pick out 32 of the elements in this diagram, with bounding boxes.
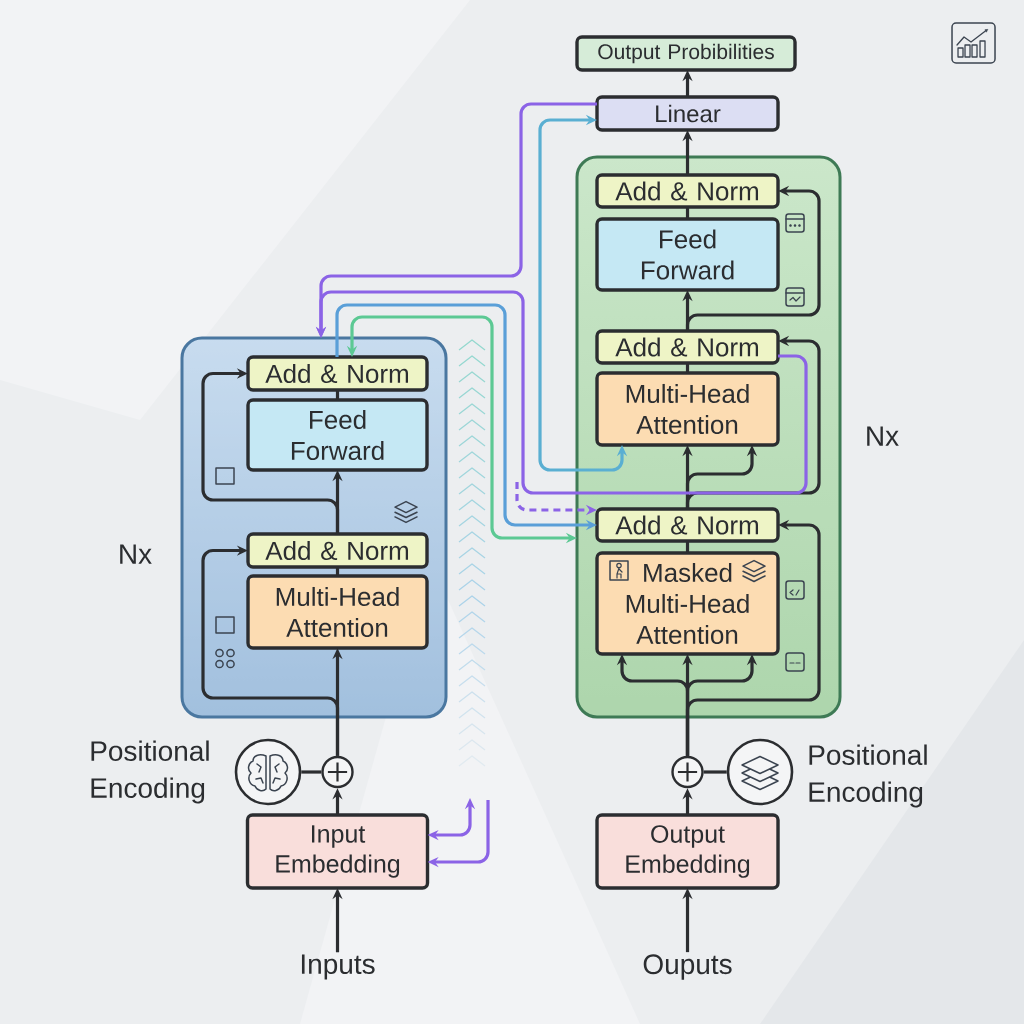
connector-line xyxy=(685,541,690,553)
side-label: Positional Encoding xyxy=(91,740,209,804)
connector-line xyxy=(703,770,727,774)
connector-line xyxy=(335,567,340,576)
process-box: Masked Multi-Head Attention xyxy=(595,551,780,656)
arrow xyxy=(201,368,340,534)
output-box: Output Probibilities xyxy=(575,35,797,72)
process-box: Output Embedding xyxy=(595,813,780,890)
process-box: Linear xyxy=(595,95,780,132)
process-box: Multi-Head Attention xyxy=(595,371,780,447)
process-box: Add & Norm xyxy=(595,173,780,209)
process-box: Input Embedding xyxy=(245,813,430,890)
side-label: Positional Encoding xyxy=(809,744,927,808)
icon-circle xyxy=(234,738,302,806)
connector-line xyxy=(685,207,690,219)
text-label: Inputs xyxy=(301,954,375,980)
process-box: Add & Norm xyxy=(595,507,780,543)
text-label: Ouputs xyxy=(643,954,732,980)
connector-line xyxy=(335,390,340,400)
plus-circle xyxy=(671,755,704,789)
side-label: Nx xyxy=(867,426,899,446)
arrow xyxy=(201,545,340,756)
process-box: Add & Norm xyxy=(246,355,429,392)
process-box: Multi-Head Attention xyxy=(246,574,429,650)
connector-line xyxy=(685,363,690,373)
side-label: Nx xyxy=(120,544,152,564)
plus-circle xyxy=(321,755,354,789)
process-box: Add & Norm xyxy=(246,532,429,569)
process-box: Add & Norm xyxy=(595,329,780,365)
connector-line xyxy=(301,770,322,774)
process-box: Feed Forward xyxy=(595,217,780,292)
process-box: Feed Forward xyxy=(246,398,429,472)
